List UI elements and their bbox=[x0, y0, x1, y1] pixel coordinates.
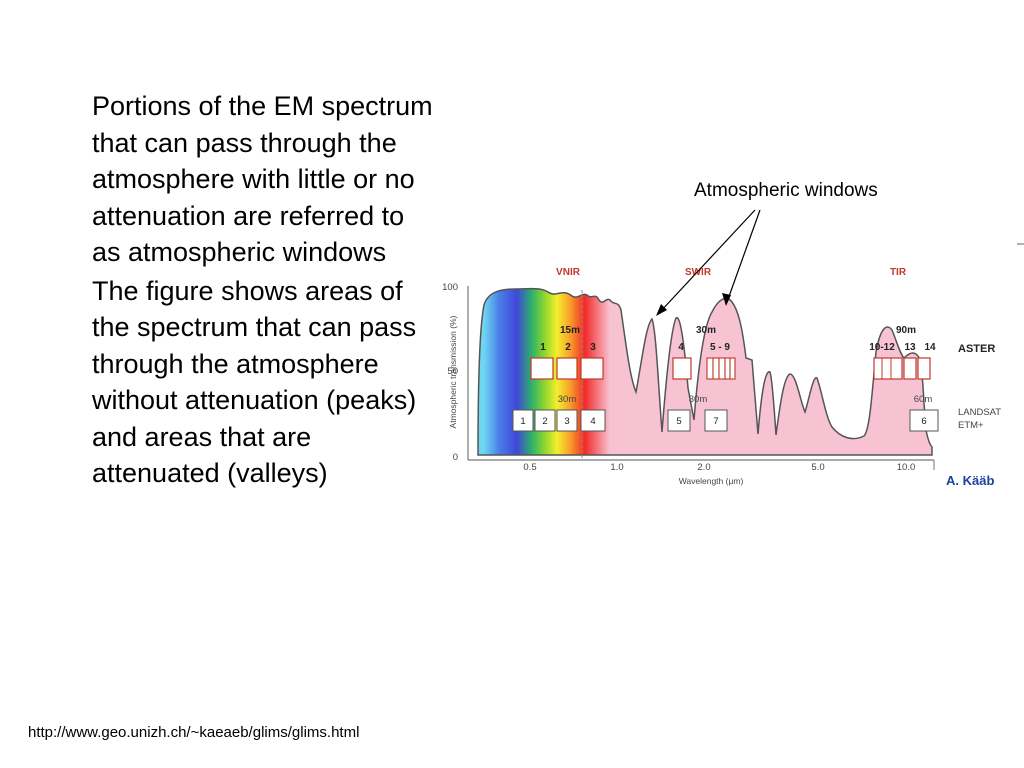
y-tick-label: 0 bbox=[453, 452, 458, 463]
aster-band-box bbox=[580, 357, 604, 380]
aster-band-label: 4 bbox=[678, 342, 684, 353]
aster-vnir-resolution: 15m bbox=[560, 325, 580, 336]
annotation-arrowhead bbox=[656, 304, 667, 316]
landsat-band-box bbox=[667, 409, 691, 432]
landsat-label: LANDSAT bbox=[958, 407, 1001, 418]
paragraph-atmospheric-windows-definition: Portions of the EM spectrum that can pas… bbox=[92, 91, 433, 267]
landsat-band-label: 3 bbox=[564, 416, 569, 427]
aster-band-box bbox=[706, 357, 714, 380]
annotation-arrow bbox=[659, 209, 756, 313]
landsat-band-label: 1 bbox=[520, 416, 525, 427]
aster-swir-resolution: 30m bbox=[696, 325, 716, 336]
aster-band-box bbox=[729, 357, 736, 380]
aster-band-box bbox=[724, 357, 731, 380]
y-axis-title: Atmospheric transmission (%) bbox=[448, 315, 458, 428]
landsat-band-box bbox=[512, 409, 534, 432]
source-link[interactable]: http://www.geo.unizh.ch/~kaeaeb/glims/gl… bbox=[28, 724, 360, 741]
aster-band-box bbox=[556, 357, 578, 380]
aster-band-label: 13 bbox=[904, 342, 916, 353]
atmospheric-windows-annotation: Atmospheric windows bbox=[694, 180, 878, 201]
landsat-vnir-resolution: 30m bbox=[558, 394, 577, 405]
landsat-band-box bbox=[909, 409, 939, 432]
region-label-tir: TIR bbox=[890, 267, 907, 278]
aster-band-box bbox=[530, 357, 554, 380]
aster-band-box bbox=[712, 357, 720, 380]
region-label-vnir: VNIR bbox=[556, 267, 581, 278]
landsat-label-line2: ETM+ bbox=[958, 420, 984, 431]
x-tick-label: 0.5 bbox=[523, 462, 536, 473]
y-tick-label: 50 bbox=[447, 366, 458, 377]
aster-band-label: 1 bbox=[540, 342, 546, 353]
landsat-band-box bbox=[556, 409, 578, 432]
annotation-arrowhead bbox=[722, 293, 731, 306]
aster-band-label: 2 bbox=[565, 342, 571, 353]
x-tick-label: 5.0 bbox=[811, 462, 824, 473]
landsat-band-label: 4 bbox=[590, 416, 595, 427]
landsat-swir-resolution: 30m bbox=[689, 394, 708, 405]
aster-label: ASTER bbox=[958, 343, 995, 355]
landsat-band-label: 5 bbox=[676, 416, 681, 427]
x-axis-title: Wavelength (μm) bbox=[679, 476, 744, 486]
aster-band-box bbox=[718, 357, 726, 380]
landsat-band-label: 2 bbox=[542, 416, 547, 427]
landsat-band-label: 6 bbox=[921, 416, 926, 427]
aster-band-box bbox=[873, 357, 903, 380]
annotation-arrow bbox=[726, 209, 761, 303]
paragraph-figure-description: The figure shows areas of the spectrum t… bbox=[92, 275, 417, 489]
aster-band-box bbox=[903, 357, 917, 380]
x-tick-label: 2.0 bbox=[697, 462, 710, 473]
region-label-swir: SWIR bbox=[685, 267, 712, 278]
aster-band-label: 10-12 bbox=[869, 342, 895, 353]
aster-band-box bbox=[917, 357, 931, 380]
aster-tir-resolution: 90m bbox=[896, 325, 916, 336]
landsat-band-label: 7 bbox=[713, 416, 718, 427]
slide-text: Portions of the EM spectrum that can pas… bbox=[92, 88, 437, 492]
aster-band-box bbox=[672, 357, 692, 380]
landsat-band-box bbox=[580, 409, 606, 432]
landsat-band-box bbox=[534, 409, 556, 432]
landsat-band-box bbox=[704, 409, 728, 432]
aster-band-label: 3 bbox=[590, 342, 596, 353]
y-tick-label: 100 bbox=[442, 282, 458, 293]
aster-band-label: 14 bbox=[924, 342, 936, 353]
x-tick-label: 10.0 bbox=[897, 462, 916, 473]
aster-band-label: 5 - 9 bbox=[710, 342, 730, 353]
landsat-tir-resolution: 60m bbox=[914, 394, 933, 405]
figure-credit: A. Kääb bbox=[946, 473, 994, 488]
x-tick-label: 1.0 bbox=[610, 462, 623, 473]
